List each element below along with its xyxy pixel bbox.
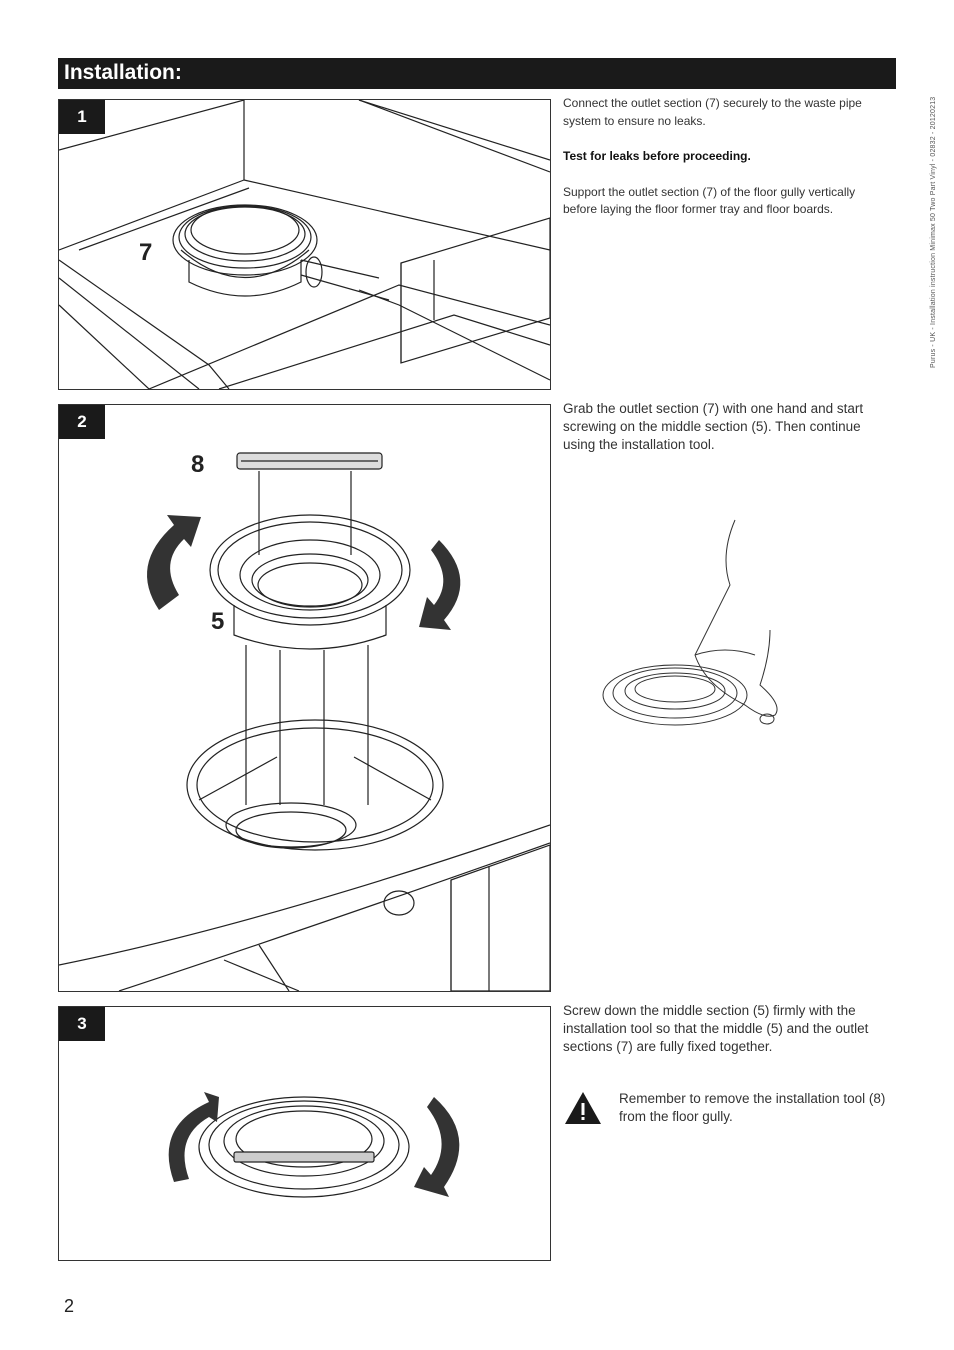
section-header: Installation: xyxy=(58,58,896,89)
fixing-drawing xyxy=(168,1092,460,1198)
step-1-badge: 1 xyxy=(59,100,105,134)
step-2-text: Grab the outlet section (7) with one han… xyxy=(563,401,864,452)
warning-triangle-icon xyxy=(565,1092,601,1124)
step-1-instruction: Connect the outlet section (7) securely … xyxy=(563,96,862,128)
step-3-badge: 3 xyxy=(59,1007,105,1041)
section-title: Installation: xyxy=(64,61,182,84)
page-number: 2 xyxy=(64,1296,75,1316)
step-2-illustration: 2 xyxy=(58,404,551,992)
step-1-warning-note: Test for leaks before proceeding. xyxy=(563,149,751,163)
step-3-illustration: 3 xyxy=(58,1006,551,1261)
document-reference: Purus - UK - Installation instruction Mi… xyxy=(930,96,937,368)
part-8-callout: 8 xyxy=(191,451,204,478)
step-1-support-note: Support the outlet section (7) of the fl… xyxy=(563,184,856,217)
part-7-callout: 7 xyxy=(139,239,152,266)
part-5-callout: 5 xyxy=(211,608,224,635)
hand-illustration xyxy=(602,519,778,726)
outlet-drawing: 7 xyxy=(59,100,550,389)
assembly-drawing: 8 5 xyxy=(59,451,550,991)
step-3-warning: Remember to remove the installation tool… xyxy=(619,1091,886,1124)
step-1-illustration: 1 xyxy=(58,99,551,390)
step-3-text: Screw down the middle section (5) firmly… xyxy=(563,1003,869,1054)
step-1-text: Connect the outlet section (7) securely … xyxy=(563,95,888,219)
step-2-badge: 2 xyxy=(59,405,105,439)
